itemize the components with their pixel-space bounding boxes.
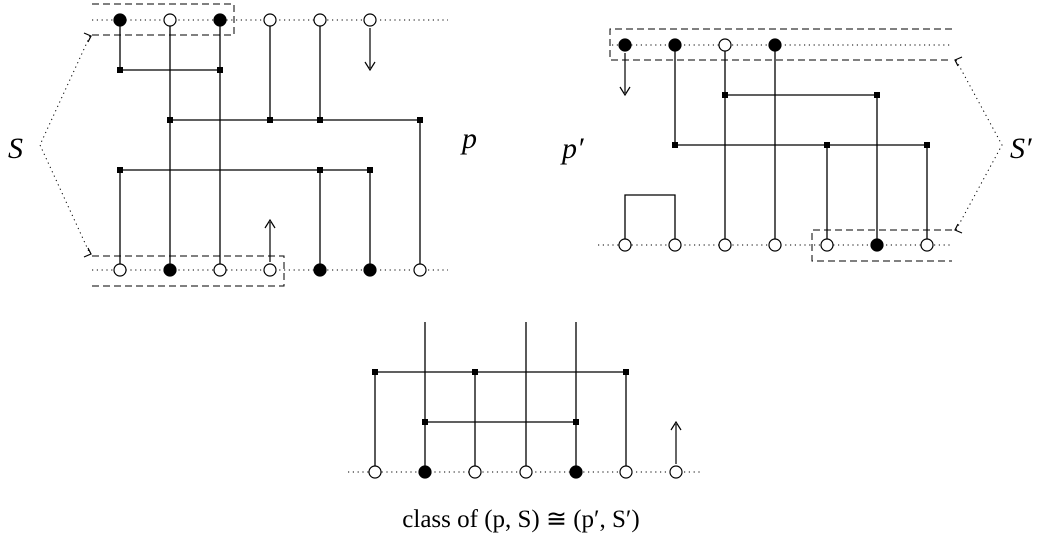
cap-arc <box>624 194 676 245</box>
open-node <box>263 263 277 277</box>
right-bottom-s-box <box>811 229 952 262</box>
left-top-s-box <box>92 3 235 36</box>
filled-node <box>363 263 377 277</box>
open-node <box>263 13 277 27</box>
junction <box>117 67 123 73</box>
open-node <box>363 13 377 27</box>
bracket-hook <box>954 56 963 67</box>
label-S: S <box>8 132 23 165</box>
junction <box>722 92 728 98</box>
bracket-hook <box>83 247 92 258</box>
junction <box>573 419 579 425</box>
label-S-prime: S′ <box>1010 132 1032 165</box>
up-arrowhead <box>264 218 276 229</box>
open-node <box>618 238 632 252</box>
bracket-hook <box>954 223 963 234</box>
filled-node <box>618 38 632 52</box>
filled-node <box>768 38 782 52</box>
bracket-hook <box>83 32 92 43</box>
open-node <box>113 263 127 277</box>
open-node <box>820 238 834 252</box>
class-diagram <box>348 322 702 479</box>
junction <box>472 369 478 375</box>
label-p: p <box>460 122 477 155</box>
filled-node <box>418 465 432 479</box>
filled-node <box>213 13 227 27</box>
s-bracket <box>39 35 91 255</box>
down-arrowhead <box>364 61 376 72</box>
filled-node <box>113 13 127 27</box>
filled-node <box>569 465 583 479</box>
open-node <box>718 238 732 252</box>
open-node <box>163 13 177 27</box>
junction <box>672 142 678 148</box>
down-arrowhead <box>619 86 631 97</box>
junction <box>317 167 323 173</box>
open-node <box>768 238 782 252</box>
junction <box>874 92 880 98</box>
open-node <box>718 38 732 52</box>
filled-node <box>313 263 327 277</box>
open-node <box>668 238 682 252</box>
right-top-s-box <box>609 28 952 61</box>
caption: class of (p, S) ≅ (p′, S′) <box>402 506 639 533</box>
junction <box>217 67 223 73</box>
open-node <box>368 465 382 479</box>
filled-node <box>668 38 682 52</box>
open-node <box>669 465 683 479</box>
open-node <box>413 263 427 277</box>
junction <box>417 117 423 123</box>
junction <box>824 142 830 148</box>
junction <box>924 142 930 148</box>
right-diagram-p-prime <box>598 28 1003 262</box>
junction <box>267 117 273 123</box>
junction <box>317 117 323 123</box>
open-node <box>468 465 482 479</box>
junction <box>422 419 428 425</box>
junction <box>623 369 629 375</box>
label-p-prime: p′ <box>560 132 584 165</box>
open-node <box>213 263 227 277</box>
junction <box>117 167 123 173</box>
filled-node <box>163 263 177 277</box>
open-node <box>313 13 327 27</box>
left-diagram-p <box>39 3 448 287</box>
open-node <box>519 465 533 479</box>
junction <box>372 369 378 375</box>
filled-node <box>870 238 884 252</box>
s-prime-bracket <box>955 59 1003 231</box>
open-node <box>619 465 633 479</box>
open-node <box>920 238 934 252</box>
junction <box>167 117 173 123</box>
junction <box>367 167 373 173</box>
up-arrowhead <box>670 420 682 431</box>
